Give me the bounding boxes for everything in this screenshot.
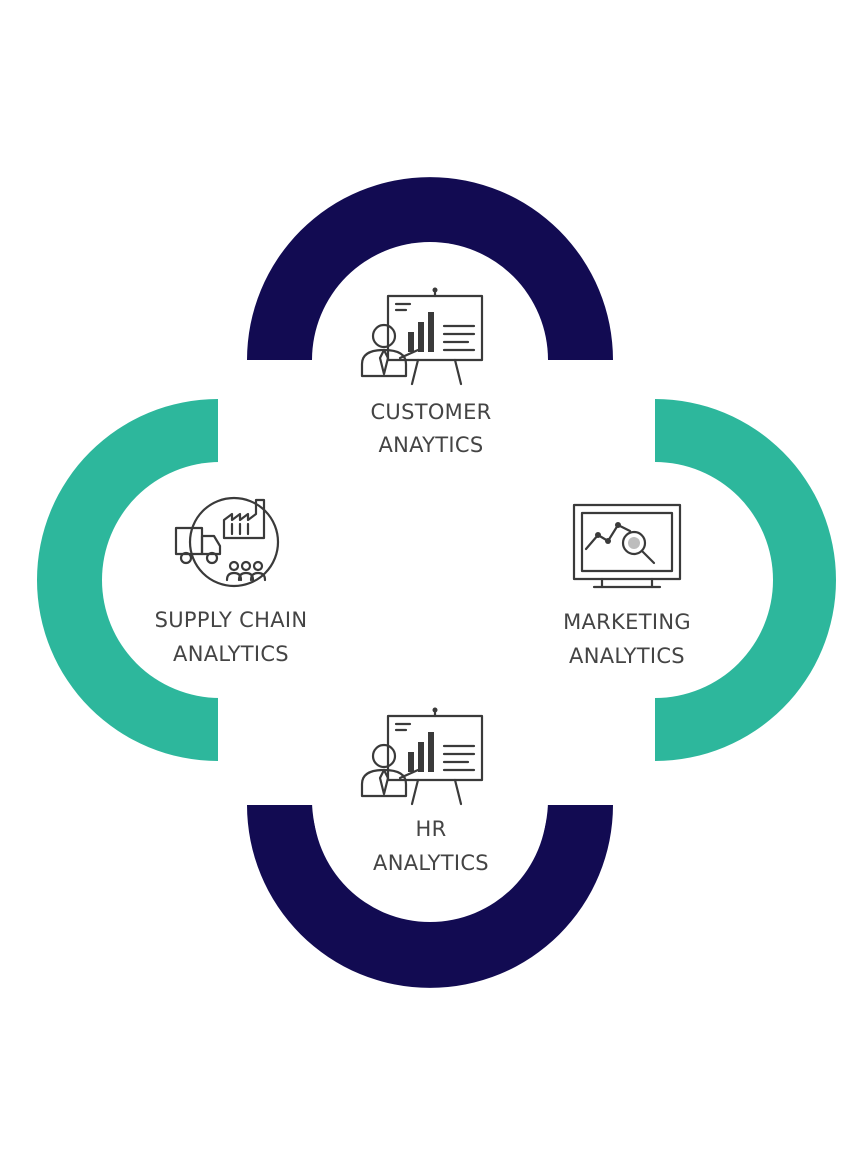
hr-label-line-1: HR xyxy=(416,817,447,841)
marketing-label-line-2: ANALYTICS xyxy=(569,644,685,668)
supply-chain-label-line-2: ANALYTICS xyxy=(173,642,289,666)
hr-label: HR ANALYTICS xyxy=(373,817,489,875)
supply-chain-label: SUPPLY CHAIN ANALYTICS xyxy=(155,608,308,666)
supply-chain-label-line-1: SUPPLY CHAIN xyxy=(155,608,308,632)
supply-chain-ring-arc xyxy=(37,399,218,761)
ring-arcs xyxy=(37,177,836,988)
marketing-label-line-1: MARKETING xyxy=(563,610,691,634)
customer-label-line-2: ANAYTICS xyxy=(378,433,483,457)
marketing-ring-arc xyxy=(655,399,836,761)
marketing-label: MARKETING ANALYTICS xyxy=(563,610,691,668)
customer-ring-arc xyxy=(247,177,613,360)
hr-label-line-2: ANALYTICS xyxy=(373,851,489,875)
hr-ring-arc xyxy=(247,805,613,988)
truck-factory-icon xyxy=(174,496,280,588)
customer-label: CUSTOMER ANAYTICS xyxy=(370,400,491,457)
customer-label-line-1: CUSTOMER xyxy=(370,400,491,424)
monitor-magnifier-icon xyxy=(572,503,682,589)
